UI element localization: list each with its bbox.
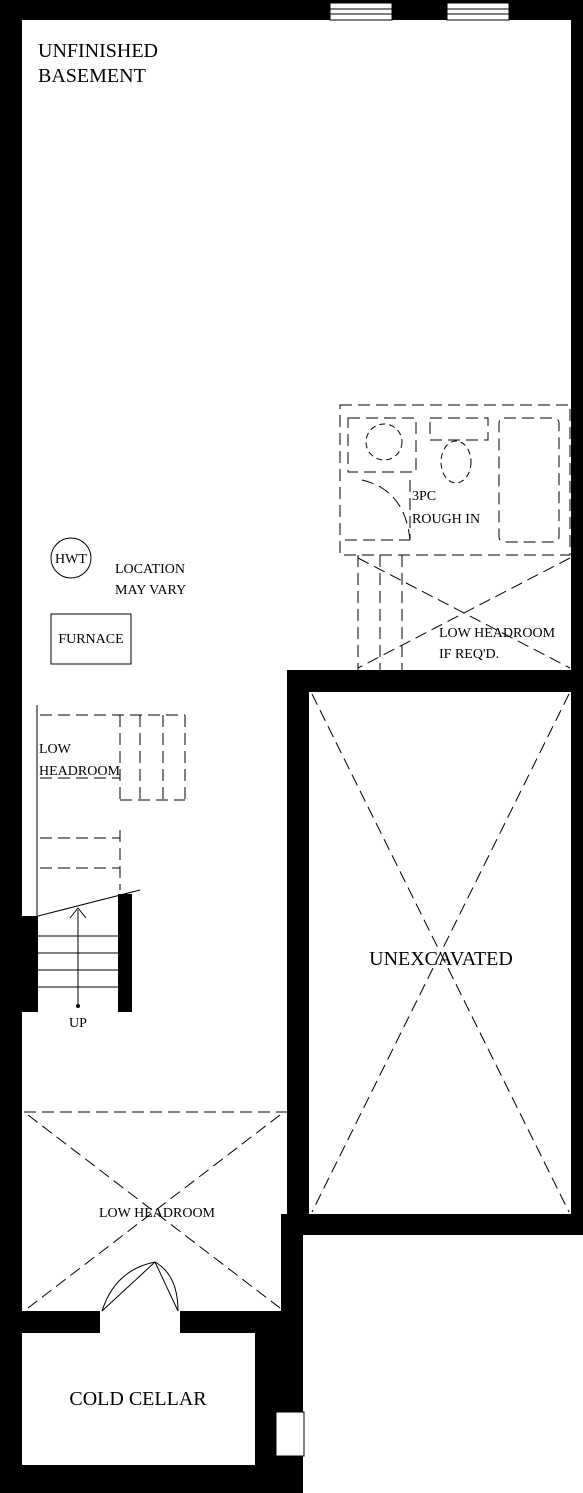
stair-right-wall [118,894,132,1012]
rough-in-label-1: 3PC [412,489,436,504]
toilet-tank [429,417,489,441]
furnace-label: FURNACE [58,632,123,647]
low-headroom-left-zone [40,714,186,890]
window-left [329,2,393,21]
unfinished-basement-label-2: BASEMENT [38,65,146,87]
cold-cellar-door [101,1261,179,1312]
unexcavated-label: UNEXCAVATED [369,948,513,970]
left-exterior-wall [0,0,22,1493]
unexcavated-right-wall [571,670,583,1235]
bath-door-swing [361,479,411,541]
unexcavated-top-wall [287,670,583,692]
stair-break-line [37,889,141,917]
toilet-bowl [440,440,472,484]
low-headroom-left-label-2: HEADROOM [39,764,120,779]
low-headroom-req-label-1: LOW HEADROOM [439,626,556,641]
location-label-2: MAY VARY [115,583,186,598]
low-headroom-bottom-zone [24,1111,287,1309]
hwt-label: HWT [55,552,87,567]
unexcavated-left-wall [287,670,309,1214]
stair-left-wall [22,916,38,1012]
stairs [37,889,141,1008]
hwt-circle [50,537,92,579]
right-exterior-wall [571,0,583,692]
cold-cellar-label: COLD CELLAR [69,1388,207,1410]
rough-in-outline [339,404,571,556]
window-right [446,2,510,21]
low-headroom-req-zone [357,555,571,670]
unexcavated-bottom-wall [300,1214,583,1235]
location-label-1: LOCATION [115,562,185,577]
niche-outline [275,1411,305,1457]
bottom-exterior-wall [0,1465,303,1493]
rough-in-bathroom [339,404,571,556]
stairs-up-label: UP [69,1016,87,1031]
rough-in-label-2: ROUGH IN [412,512,480,527]
low-headroom-req-label-2: IF REQ'D. [439,647,499,662]
top-exterior-wall [0,0,583,20]
sink-bowl [365,423,403,461]
unexcavated-zone [311,693,570,1213]
shower-outline [498,417,560,543]
unfinished-basement-label-1: UNFINISHED [38,40,158,62]
furnace-box [50,613,132,665]
cold-cellar-top-wall-left [0,1311,100,1333]
cold-cellar-right-wall [255,1311,303,1493]
sink-outline [347,417,417,473]
low-headroom-bottom-label: LOW HEADROOM [99,1206,216,1221]
low-headroom-left-label-1: LOW [39,742,72,757]
